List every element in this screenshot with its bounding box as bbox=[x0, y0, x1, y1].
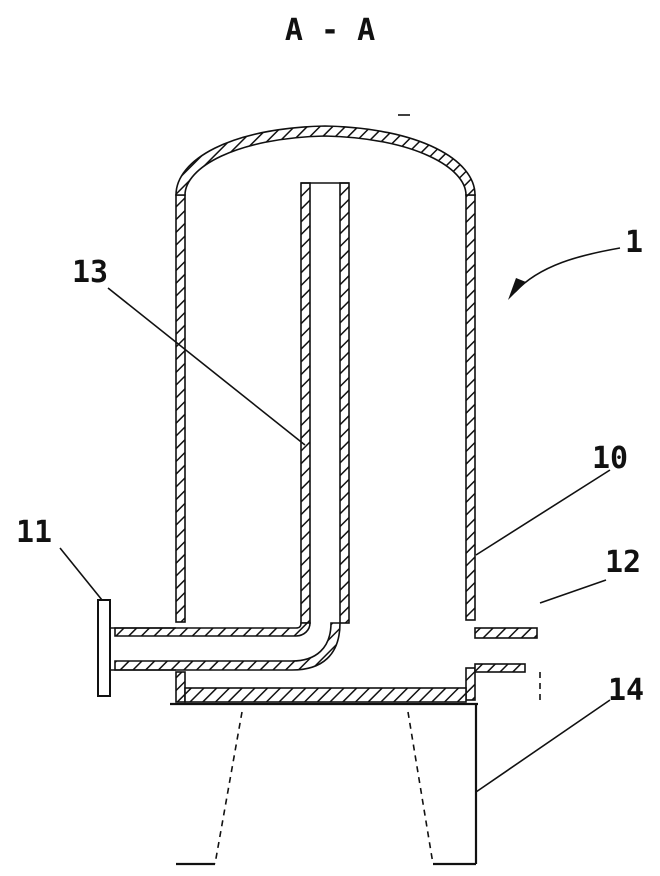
tank-left-wall bbox=[175, 194, 186, 623]
label-wall: 10 bbox=[592, 441, 628, 476]
leader-inlet-flange bbox=[59, 547, 103, 601]
label-inner-pipe: 13 bbox=[72, 255, 108, 290]
outlet-pipe-bottom-wall bbox=[474, 663, 526, 673]
support-leg-middle bbox=[407, 711, 434, 865]
inner-pipe-bend-outer bbox=[114, 622, 341, 671]
inner-pipe-left-wall bbox=[300, 182, 311, 624]
label-outlet-pipe: 12 bbox=[605, 545, 641, 580]
label-tank: 1 bbox=[625, 225, 643, 260]
outlet-pipe-top-wall bbox=[474, 627, 538, 639]
support-leg-left bbox=[214, 711, 243, 865]
inner-pipe bbox=[114, 182, 350, 671]
leader-tank-arrowhead bbox=[508, 278, 526, 300]
section-title: A - A bbox=[285, 13, 375, 48]
inner-pipe-bend-inner bbox=[114, 622, 311, 637]
inner-pipe-right-wall bbox=[339, 182, 350, 624]
outlet-pipe bbox=[474, 627, 541, 705]
inlet-flange bbox=[97, 599, 111, 697]
tank-body bbox=[175, 114, 476, 703]
tank-bottom-plate bbox=[184, 687, 467, 703]
support-legs bbox=[176, 704, 478, 866]
leader-tank bbox=[514, 247, 621, 293]
leader-inner-pipe bbox=[107, 287, 306, 446]
label-support-leg: 14 bbox=[608, 673, 644, 708]
tank-left-wall-lower bbox=[175, 671, 186, 703]
tank-dome bbox=[175, 125, 476, 196]
leader-wall bbox=[475, 469, 611, 556]
tank-right-wall-lower bbox=[465, 667, 476, 701]
leader-support-leg bbox=[475, 699, 611, 793]
label-inlet-flange: 11 bbox=[16, 515, 52, 550]
leader-outlet-pipe bbox=[539, 579, 607, 604]
tank-right-wall bbox=[465, 194, 476, 621]
